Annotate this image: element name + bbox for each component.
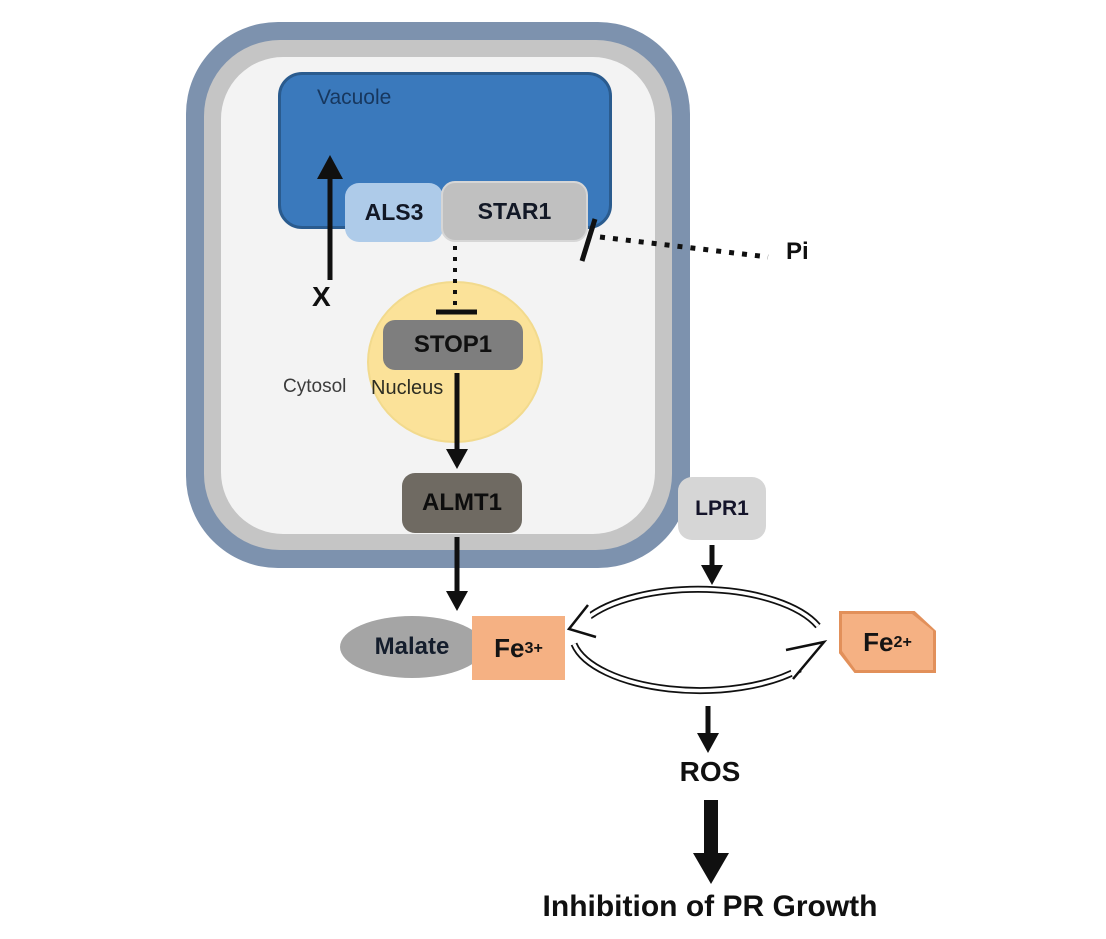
ros-inhibition-thick-arrow (693, 800, 729, 884)
fe2-label: Fe (863, 626, 894, 657)
fe3-label: Fe (494, 632, 525, 663)
fe2-superscript: 2+ (893, 632, 912, 651)
stop1-box: STOP1 (383, 320, 523, 370)
outcome-label: Inhibition of PR Growth (542, 890, 878, 923)
almt1-box: ALMT1 (402, 473, 522, 533)
als3-box: ALS3 (345, 183, 443, 242)
ros-label: ROS (679, 756, 741, 787)
lpr1-box: LPR1 (678, 477, 766, 540)
pi-label: Pi (786, 238, 809, 265)
fe-cycle-left-arrowhead (566, 604, 597, 639)
fe-cycle-bottom-arc (570, 640, 828, 694)
fe-cycle-top-arc (566, 585, 821, 639)
vacuole-label: Vacuole (317, 86, 392, 109)
nucleus-label: Nucleus (371, 377, 444, 399)
fe3-superscript: 3+ (524, 638, 543, 657)
star1-box: STAR1 (441, 181, 588, 242)
x-substance-label: X (312, 281, 331, 312)
fe-cycle-right-arrowhead (785, 640, 828, 680)
cytosol-label: Cytosol (283, 376, 347, 397)
malate-ellipse: Malate (340, 616, 484, 678)
